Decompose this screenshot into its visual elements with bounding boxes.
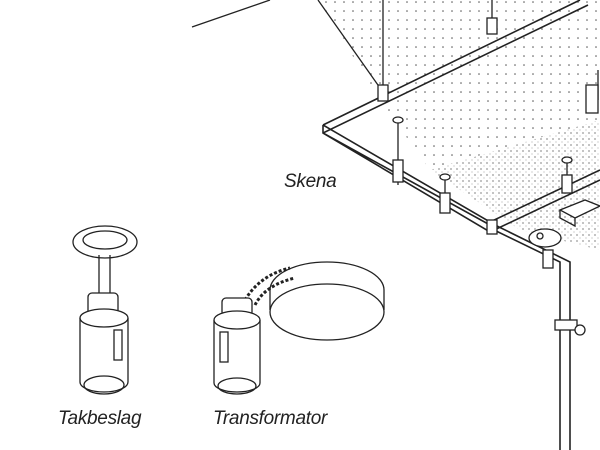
label-transformer: Transformator xyxy=(213,408,327,429)
junction-box xyxy=(486,199,600,248)
label-rail: Skena xyxy=(284,171,337,192)
wall-plane xyxy=(430,120,600,250)
transformer-drawing xyxy=(213,261,385,395)
ceiling-edge xyxy=(317,0,386,96)
ceiling-plane xyxy=(318,0,600,170)
label-ceiling-mount: Takbeslag xyxy=(58,408,142,429)
rail-hangers xyxy=(377,0,599,336)
ceiling-mount-drawing xyxy=(72,225,138,395)
rail xyxy=(322,0,600,450)
